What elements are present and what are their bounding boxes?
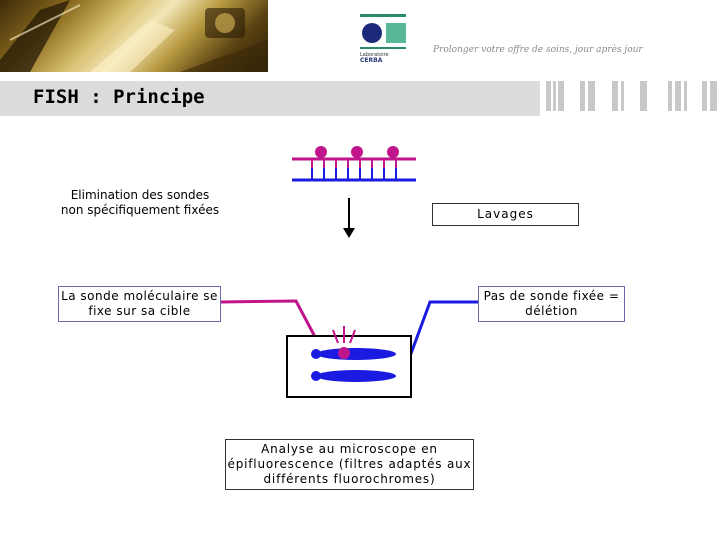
logo-brand: CERBA <box>360 57 383 64</box>
hybridized-probe-icon <box>292 146 416 182</box>
lavages-box: Lavages <box>432 203 579 226</box>
title-bar-decoration <box>540 81 720 116</box>
title-bar <box>0 81 540 116</box>
elimination-label: Elimination des sondes non spécifiquemen… <box>60 188 220 217</box>
probe-connector-line <box>220 299 324 351</box>
tagline: Prolonger votre offre de soins, jour apr… <box>433 45 643 55</box>
cerba-logo <box>360 13 410 68</box>
header-photo <box>0 0 268 72</box>
no-probe-deletion-box: Pas de sonde fixée = délétion <box>478 286 625 322</box>
logo-text: Laboratoire CERBA <box>360 52 412 64</box>
probe-binds-box: La sonde moléculaire se fixe sur sa cibl… <box>58 286 221 322</box>
slide-title: FISH : Principe <box>33 86 205 108</box>
microscope-analysis-box: Analyse au microscope en épifluorescence… <box>225 439 474 490</box>
microscope-field <box>286 326 412 398</box>
photo-shapes <box>0 0 268 72</box>
down-arrow-icon <box>343 198 355 238</box>
logo-line1: Laboratoire <box>360 52 389 58</box>
deletion-connector-line <box>400 300 478 379</box>
